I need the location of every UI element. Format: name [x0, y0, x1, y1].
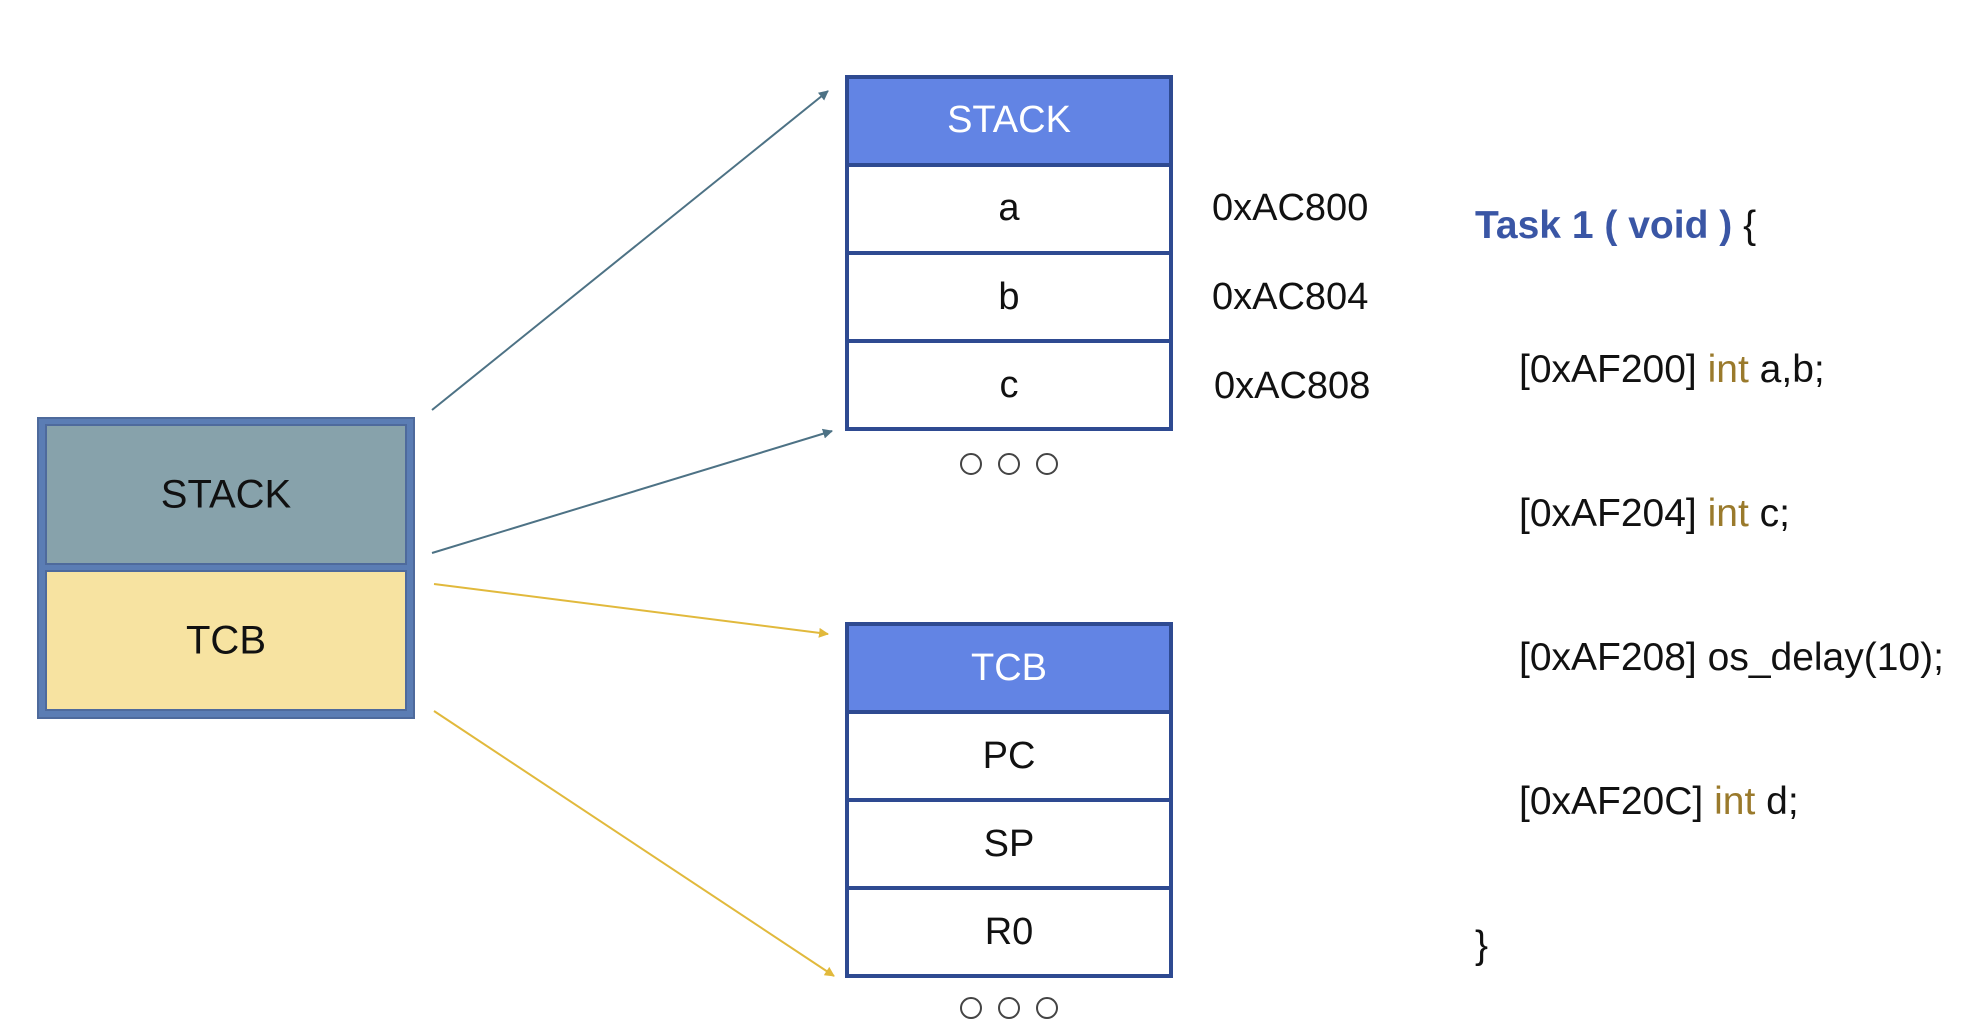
- arrow-tcb-to-top: [433, 583, 829, 638]
- tcb-continuation-dot: [998, 997, 1020, 1019]
- stack-table-header: STACK: [947, 99, 1071, 141]
- stack-row-b: b: [998, 276, 1019, 318]
- arrow-tcb-to-bottom: [433, 710, 835, 977]
- code-line-type: int: [1707, 492, 1749, 535]
- address-c: 0xAC808: [1214, 365, 1370, 407]
- stack-row-a: a: [998, 187, 1020, 229]
- address-b: 0xAC804: [1212, 276, 1368, 318]
- task-block-tcb-segment: [45, 570, 407, 711]
- code-line: [0xAF20C] int d;: [1475, 778, 1944, 826]
- task-block-stack-segment: [45, 424, 407, 565]
- code-line-text: a,b;: [1759, 348, 1825, 391]
- tcb-continuation-dot: [1036, 997, 1058, 1019]
- code-task-keyword: Task 1: [1475, 204, 1594, 247]
- tcb-row-cell: [845, 886, 1173, 978]
- tcb-row-cell: [845, 798, 1173, 890]
- address-a: 0xAC800: [1212, 187, 1368, 229]
- arrow-stack-to-top: [431, 90, 829, 411]
- code-line-type: int: [1707, 348, 1749, 391]
- stack-row-cell: [845, 339, 1173, 431]
- code-line-address: [0xAF20C]: [1519, 780, 1704, 823]
- code-line-address: [0xAF200]: [1519, 348, 1697, 391]
- tcb-continuation-dot: [960, 997, 982, 1019]
- task-block-tcb-label: TCB: [186, 619, 266, 663]
- code-paren-open: (: [1604, 204, 1618, 247]
- tcb-row-sp: SP: [984, 823, 1035, 865]
- tcb-row-pc: PC: [983, 735, 1036, 777]
- stack-row-cell: [845, 251, 1173, 343]
- code-line-address: [0xAF208]: [1519, 636, 1697, 679]
- stack-continuation-dot: [1036, 453, 1058, 475]
- code-signature-line: Task 1 ( void ) {: [1475, 202, 1944, 250]
- code-line-text: d;: [1766, 780, 1799, 823]
- tcb-table-header: TCB: [971, 647, 1047, 689]
- task-block: STACK TCB: [37, 417, 415, 719]
- code-brace-close: }: [1475, 924, 1489, 967]
- stack-table-header-cell: [845, 75, 1173, 167]
- code-void-keyword: void: [1628, 204, 1709, 247]
- stack-row-c: c: [1000, 364, 1019, 406]
- code-line-type: int: [1714, 780, 1756, 823]
- tcb-row-r0: R0: [985, 911, 1034, 953]
- code-line: [0xAF204] int c;: [1475, 490, 1944, 538]
- code-brace-open: {: [1743, 204, 1757, 247]
- stack-continuation-dot: [960, 453, 982, 475]
- tcb-row-cell: [845, 710, 1173, 802]
- code-line-text: os_delay(10);: [1707, 636, 1944, 679]
- task-block-stack-label: STACK: [161, 473, 292, 517]
- stack-continuation-dots: [960, 453, 1058, 475]
- stack-continuation-dot: [998, 453, 1020, 475]
- tcb-continuation-dots: [960, 997, 1058, 1019]
- stack-row-cell: [845, 163, 1173, 255]
- arrow-stack-to-bottom: [431, 428, 833, 554]
- task-code-block: Task 1 ( void ) { [0xAF200] int a,b; [0x…: [1475, 106, 1944, 1018]
- tcb-table-header-cell: [845, 622, 1173, 714]
- code-line: [0xAF208] os_delay(10);: [1475, 634, 1944, 682]
- stack-table: STACK a b c: [845, 75, 1173, 475]
- code-line-address: [0xAF204]: [1519, 492, 1697, 535]
- code-paren-close: ): [1719, 204, 1733, 247]
- tcb-table: TCB PC SP R0: [845, 622, 1173, 1019]
- code-line-text: c;: [1759, 492, 1791, 535]
- code-line: [0xAF200] int a,b;: [1475, 346, 1944, 394]
